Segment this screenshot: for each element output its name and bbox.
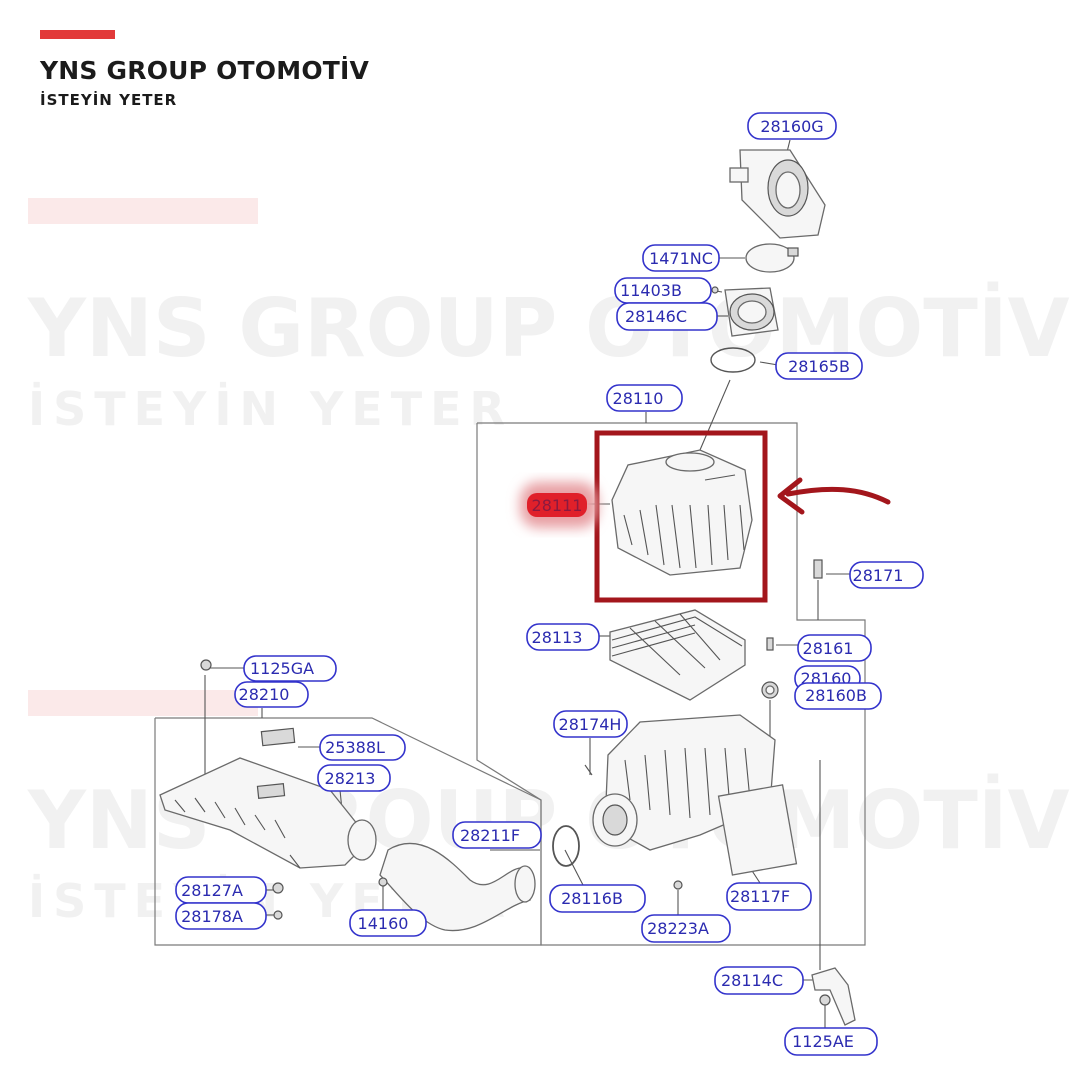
label-28165B: 28165B xyxy=(775,352,863,380)
label-28223A: 28223A xyxy=(641,914,731,943)
component-clamp-28116b xyxy=(552,825,683,890)
label-text: 28213 xyxy=(325,769,376,788)
brand-subtitle: İSTEYİN YETER xyxy=(40,91,178,109)
component-intake-hose-14160 xyxy=(378,842,536,932)
label-28146C: 28146C xyxy=(616,302,718,331)
component-gasket-28165b xyxy=(710,347,756,373)
label-28178A: 28178A xyxy=(175,902,267,930)
label-text: 28117F xyxy=(730,887,790,906)
component-grommets-28160 xyxy=(761,559,823,699)
label-text: 28160G xyxy=(760,117,823,136)
label-28117F: 28117F xyxy=(726,882,812,911)
component-sensor-body-28146c xyxy=(711,286,779,337)
label-text: 28174H xyxy=(559,715,622,734)
label-28113: 28113 xyxy=(526,623,600,651)
highlight-arrow xyxy=(777,477,891,515)
label-text: 1125AE xyxy=(792,1032,854,1051)
brand-accent-bar xyxy=(40,30,115,39)
label-28213: 28213 xyxy=(317,764,391,792)
assembly-frame-duct xyxy=(154,717,542,946)
label-text: 28161 xyxy=(803,639,854,658)
label-28210: 28210 xyxy=(234,681,309,708)
label-text: 28211F xyxy=(460,826,520,845)
label-28114C: 28114C xyxy=(714,966,804,995)
label-1125AE: 1125AE xyxy=(784,1027,878,1056)
label-text: 28114C xyxy=(721,971,783,990)
label-28127A: 28127A xyxy=(175,876,267,904)
label-28160B: 28160B xyxy=(794,682,882,710)
component-air-cleaner-body xyxy=(584,714,798,876)
label-text: 28223A xyxy=(647,919,709,938)
component-clamp-1471nc xyxy=(745,243,799,273)
label-text: 28116B xyxy=(561,889,623,908)
label-text: 14160 xyxy=(358,914,409,933)
component-air-cleaner-cover-28111 xyxy=(611,449,753,576)
label-1471NC: 1471NC xyxy=(642,244,720,272)
brand-title: YNS GROUP OTOMOTİV xyxy=(40,56,370,85)
label-text: 28111 xyxy=(532,496,583,515)
label-text: 28165B xyxy=(788,357,850,376)
watermark-bar-top xyxy=(28,198,258,224)
component-air-filter-28113 xyxy=(609,609,746,701)
label-text: 28110 xyxy=(613,389,664,408)
label-text: 1125GA xyxy=(250,659,314,678)
label-text: 28113 xyxy=(532,628,583,647)
highlight-box xyxy=(594,430,768,603)
label-28171: 28171 xyxy=(849,561,924,589)
label-28160G: 28160G xyxy=(747,112,837,140)
component-resonator-duct xyxy=(159,659,377,920)
label-text: 28160B xyxy=(805,686,867,705)
label-text: 1471NC xyxy=(649,249,713,268)
label-28116B: 28116B xyxy=(549,884,646,913)
label-text: 28210 xyxy=(239,685,290,704)
label-text: 11403B xyxy=(620,281,682,300)
component-bracket-28114c xyxy=(811,967,856,1026)
label-text: 25388L xyxy=(325,738,385,757)
label-28111-highlighted: 28111 xyxy=(520,482,598,528)
label-text: 28127A xyxy=(181,881,243,900)
label-text: 28146C xyxy=(625,307,687,326)
assembly-frame-airbox xyxy=(476,422,866,946)
label-28211F: 28211F xyxy=(452,821,542,849)
label-28110: 28110 xyxy=(606,384,683,412)
label-text: 28171 xyxy=(853,566,904,585)
component-air-flow-sensor xyxy=(729,149,826,239)
label-28174H: 28174H xyxy=(553,710,628,738)
label-text: 28178A xyxy=(181,907,243,926)
watermark-bar-bottom xyxy=(28,690,258,716)
label-14160: 14160 xyxy=(349,909,427,937)
label-28161: 28161 xyxy=(797,634,872,662)
label-11403B: 11403B xyxy=(614,277,712,304)
label-25388L: 25388L xyxy=(319,734,406,761)
label-1125GA: 1125GA xyxy=(243,655,337,682)
